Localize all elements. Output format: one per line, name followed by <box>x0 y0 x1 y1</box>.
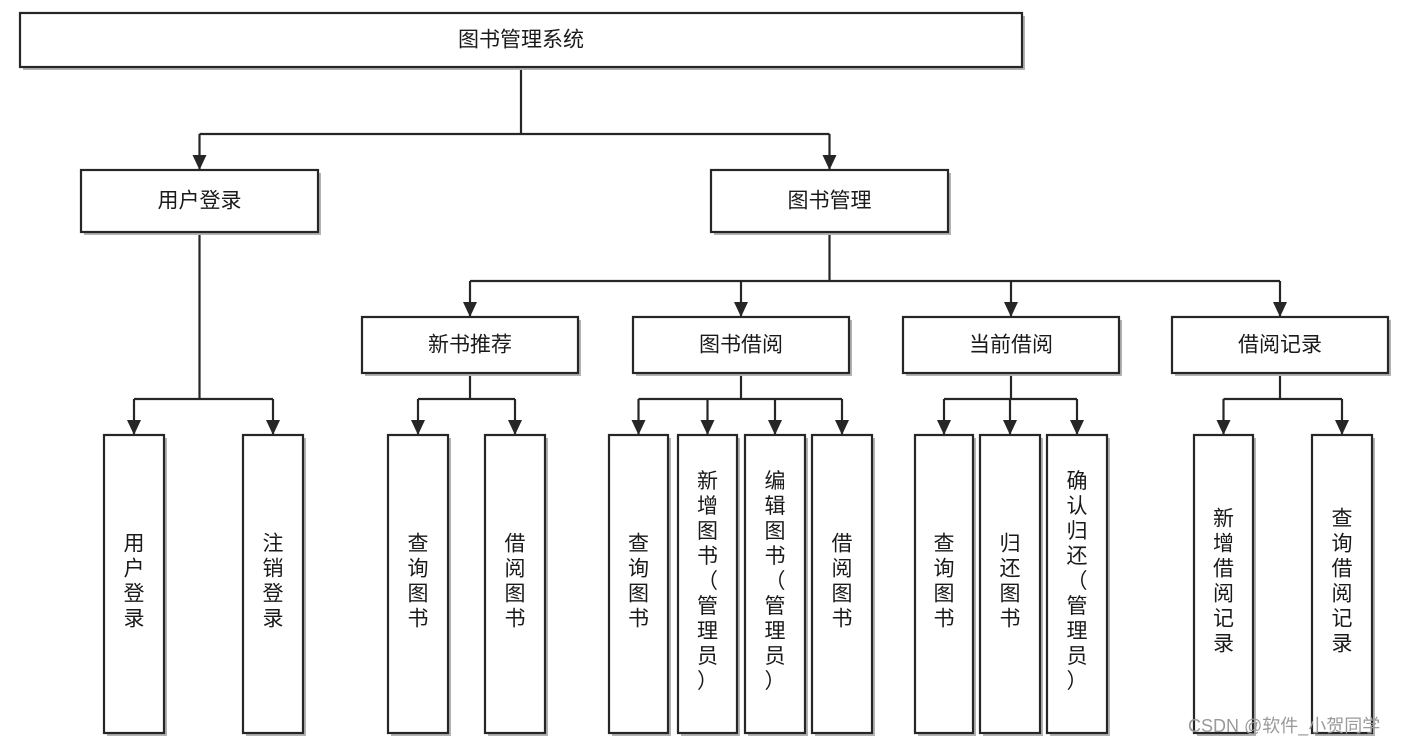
node-leaf-add-record[interactable]: 新增借阅记录 <box>1192 433 1256 736</box>
node-leaf-borrow-book-2[interactable]: 借阅图书 <box>810 433 875 736</box>
node-label: 新书推荐 <box>428 334 512 357</box>
node-leaf-confirm-return[interactable]: 确认归还（管理员） <box>1045 433 1110 736</box>
node-leaf-query-book-1[interactable]: 查询图书 <box>386 433 451 736</box>
node-label: 图书管理 <box>788 190 872 213</box>
node-book-borrow[interactable]: 图书借阅 <box>631 315 852 376</box>
arrow-head-icon <box>1273 302 1287 317</box>
node-label: 当前借阅 <box>969 334 1053 357</box>
node-leaf-user-logout[interactable]: 注销登录 <box>241 433 306 736</box>
node-leaf-borrow-book-1[interactable]: 借阅图书 <box>483 433 548 736</box>
arrow-head-icon <box>1216 420 1231 435</box>
node-label: 新增借阅记录 <box>1213 508 1234 656</box>
node-label: 查询图书 <box>628 533 649 631</box>
arrow-head-icon <box>1004 302 1018 317</box>
node-label: 新增图书（管理员） <box>697 470 718 693</box>
node-leaf-add-book[interactable]: 新增图书（管理员） <box>676 433 740 736</box>
node-label: 注销登录 <box>263 533 284 631</box>
node-label: 用户登录 <box>158 190 242 213</box>
node-label: 图书借阅 <box>699 334 783 357</box>
node-label: 借阅图书 <box>832 533 853 631</box>
arrow-head-icon <box>835 420 849 435</box>
node-label: 归还图书 <box>1000 533 1021 631</box>
arrow-head-icon <box>768 420 782 435</box>
arrow-head-icon <box>937 420 951 435</box>
node-label: 图书管理系统 <box>458 29 584 52</box>
arrow-head-icon <box>1070 420 1084 435</box>
node-leaf-query-book-2[interactable]: 查询图书 <box>607 433 671 736</box>
nodes-layer: 图书管理系统用户登录图书管理新书推荐图书借阅当前借阅借阅记录用户登录注销登录查询… <box>18 11 1391 736</box>
node-label: 查询图书 <box>934 533 955 631</box>
arrow-head-icon <box>192 155 207 170</box>
arrow-head-icon <box>508 420 522 435</box>
node-leaf-edit-book[interactable]: 编辑图书（管理员） <box>743 433 808 736</box>
arrow-head-icon <box>822 155 837 170</box>
node-user-login[interactable]: 用户登录 <box>79 168 321 235</box>
node-label: 用户登录 <box>124 533 145 631</box>
node-book-manage[interactable]: 图书管理 <box>709 168 951 235</box>
arrow-head-icon <box>734 302 748 317</box>
arrow-head-icon <box>463 302 477 317</box>
node-new-book-rec[interactable]: 新书推荐 <box>360 315 581 376</box>
node-label: 查询借阅记录 <box>1332 508 1353 656</box>
node-label: 借阅图书 <box>505 533 526 631</box>
node-leaf-return-book[interactable]: 归还图书 <box>978 433 1043 736</box>
arrow-head-icon <box>266 420 280 435</box>
node-label: 查询图书 <box>408 533 429 631</box>
node-leaf-user-login[interactable]: 用户登录 <box>102 433 167 736</box>
node-leaf-query-book-3[interactable]: 查询图书 <box>913 433 976 736</box>
edges-layer <box>127 67 1349 435</box>
arrow-head-icon <box>1335 420 1349 435</box>
node-label: 借阅记录 <box>1238 334 1322 357</box>
arrow-head-icon <box>127 420 141 435</box>
arrow-head-icon <box>411 420 425 435</box>
arrow-head-icon <box>1003 420 1017 435</box>
node-root-system[interactable]: 图书管理系统 <box>18 11 1025 70</box>
node-label: 编辑图书（管理员） <box>765 470 786 693</box>
node-borrow-record[interactable]: 借阅记录 <box>1170 315 1391 376</box>
node-leaf-query-record[interactable]: 查询借阅记录 <box>1310 433 1375 736</box>
node-label: 确认归还（管理员） <box>1067 470 1088 693</box>
watermark-text: CSDN @软件_小贺同学 <box>1188 716 1381 736</box>
arrow-head-icon <box>700 420 715 435</box>
node-current-borrow[interactable]: 当前借阅 <box>901 315 1122 376</box>
arrow-head-icon <box>631 420 646 435</box>
